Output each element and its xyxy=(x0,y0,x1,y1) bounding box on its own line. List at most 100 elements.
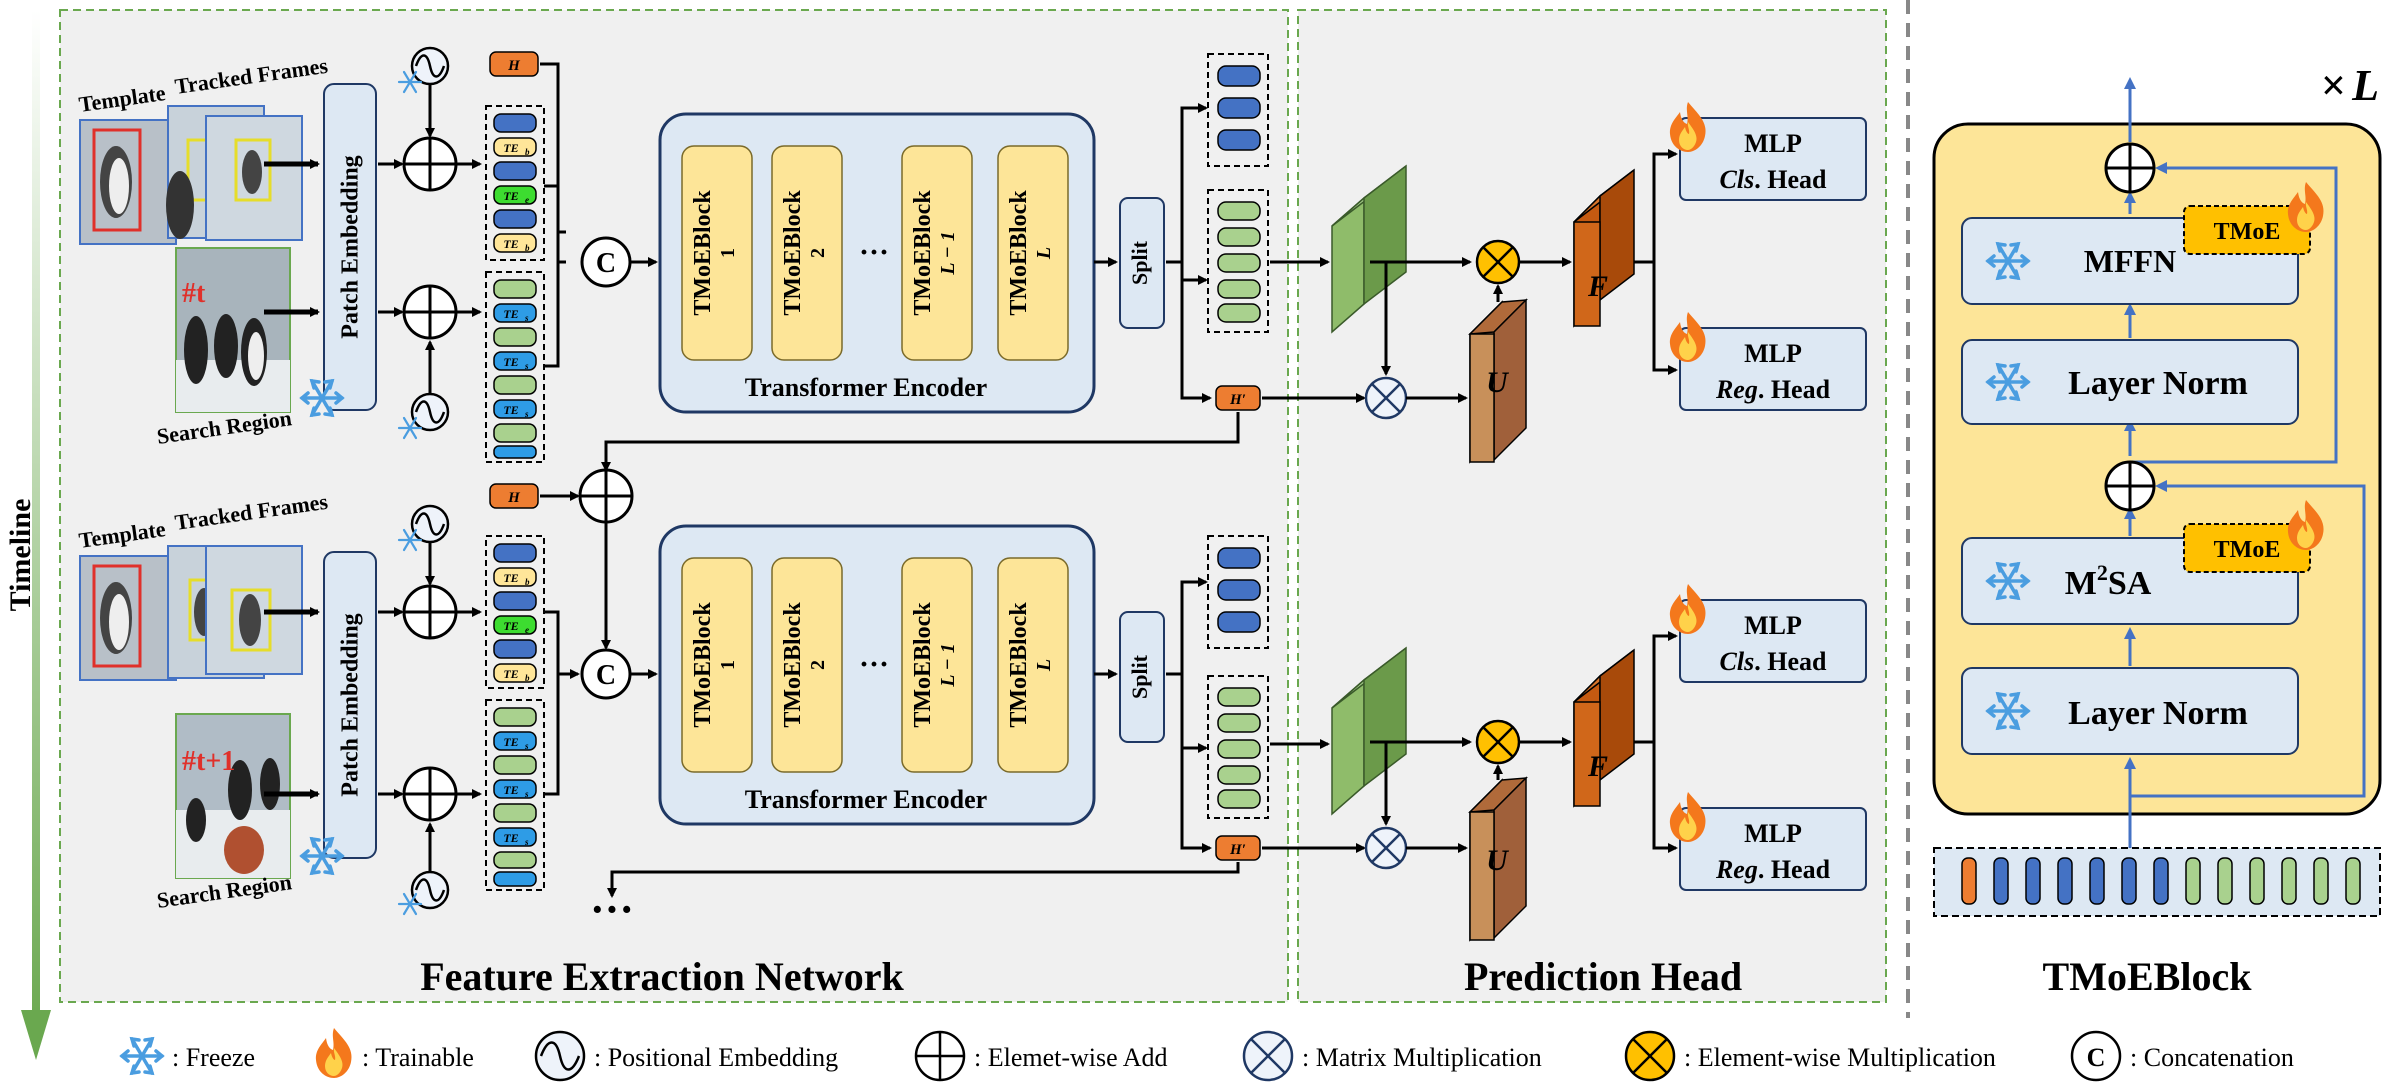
reg-head-line1: MLP xyxy=(1744,339,1802,368)
reg-head-line2: Reg. Head xyxy=(1715,375,1831,404)
reg-head-line1: MLP xyxy=(1744,819,1802,848)
matrix-multiplication-icon xyxy=(1364,826,1408,870)
tmoe-block-2-l: TMoEBlock L xyxy=(997,557,1069,773)
row-2: H Template Tracked Frames xyxy=(77,468,1867,942)
split-2-label: Split xyxy=(1127,654,1152,699)
te-s-sub: s xyxy=(524,837,529,847)
te-b-sub: b xyxy=(525,673,530,683)
patch-embedding-2-label: Patch Embedding xyxy=(338,613,364,796)
legend-add-icon xyxy=(914,1030,966,1082)
timeline-arrow-head xyxy=(21,1010,51,1060)
h-prime-label: H′ xyxy=(1229,392,1246,408)
positional-embedding-icon xyxy=(410,870,450,910)
legend-elemul: : Element-wise Multiplication xyxy=(1684,1043,1996,1072)
f-label-1: F xyxy=(1587,270,1608,303)
h-prime-token-2 xyxy=(1215,835,1261,861)
tmoe-block-index: L − 1 xyxy=(937,643,959,688)
freeze-icon xyxy=(120,1037,164,1075)
tmoe-block-name: TMoEBlock xyxy=(780,190,806,316)
tmoe-block-index: 1 xyxy=(717,248,739,258)
tmoe-block-1-1: TMoEBlock 1 xyxy=(681,145,753,361)
te-b-label: TE xyxy=(503,237,518,251)
cls-head-2: MLP Cls. Head xyxy=(1679,599,1867,683)
concat-symbol-2: C xyxy=(596,660,616,691)
tmoe-badge-m2sa xyxy=(2183,523,2311,573)
te-s-label: TE xyxy=(503,355,518,369)
tmoe-block-index: 1 xyxy=(717,660,739,670)
template-image-2 xyxy=(79,555,177,681)
layer-norm-bottom xyxy=(1961,667,2299,755)
mffn-label: MFFN xyxy=(2084,243,2176,279)
tmoe-block-name: TMoEBlock xyxy=(690,190,716,316)
tmoe-block-name: TMoEBlock xyxy=(910,602,936,728)
positional-embedding-icon xyxy=(410,46,450,86)
patch-embedding-1-label: Patch Embedding xyxy=(338,155,364,338)
split-2 xyxy=(1119,611,1165,743)
tmoe-block-title: TMoEBlock xyxy=(2043,954,2253,999)
layer-norm-top-label: Layer Norm xyxy=(2068,365,2248,402)
repeat-label: ×L xyxy=(2321,61,2379,110)
cls-head-1: MLP Cls. Head xyxy=(1679,117,1867,201)
template-image xyxy=(79,119,177,245)
te-e-sub: e xyxy=(525,195,529,205)
elementwise-add-icon xyxy=(402,136,458,192)
layer-norm-bottom-label: Layer Norm xyxy=(2068,695,2248,732)
u-label-1: U xyxy=(1486,366,1509,399)
te-s-label: TE xyxy=(503,403,518,417)
search-tokens: TE s TE s TE s xyxy=(493,279,537,459)
te-s-label: TE xyxy=(503,307,518,321)
te-s-label: TE xyxy=(503,831,518,845)
te-b-sub: b xyxy=(525,147,530,157)
h-prime-label-2: H′ xyxy=(1229,842,1246,858)
h-prime-token xyxy=(1215,385,1261,411)
tmoe-block-name: TMoEBlock xyxy=(780,602,806,728)
m2sa-label: M2SA xyxy=(2065,560,2152,602)
te-b-sub: b xyxy=(525,577,530,587)
residual-add-top xyxy=(2104,142,2156,194)
legend-positional-embedding-icon xyxy=(534,1030,586,1082)
tmoe-block-2-2: TMoEBlock 2 xyxy=(771,557,843,773)
layer-norm-top xyxy=(1961,339,2299,425)
tmoe-block-2-1: TMoEBlock 1 xyxy=(681,557,753,773)
split-1 xyxy=(1119,197,1165,329)
split-search-tokens xyxy=(1207,189,1269,333)
cls-head-line2: Cls. Head xyxy=(1720,165,1827,194)
elementwise-add-icon xyxy=(578,468,634,524)
tmoe-block-name: TMoEBlock xyxy=(1006,602,1032,728)
te-s-sub: s xyxy=(524,789,529,799)
tmoe-block-2-lminus1: TMoEBlock L − 1 xyxy=(901,557,973,773)
legend: : Freeze : Trainable : Positional Embedd… xyxy=(120,1028,2294,1082)
feature-extraction-title: Feature Extraction Network xyxy=(420,954,904,999)
te-e-label: TE xyxy=(503,619,518,633)
te-s-sub: s xyxy=(524,741,529,751)
te-b-label: TE xyxy=(503,571,518,585)
tmoe-block-name: TMoEBlock xyxy=(1006,190,1032,316)
te-e-sub: e xyxy=(525,625,529,635)
u-label-2: U xyxy=(1486,844,1509,877)
cls-head-line1: MLP xyxy=(1744,611,1802,640)
timeline-bar xyxy=(32,10,40,1040)
template-tokens-2: TE b TE e TE b xyxy=(493,543,537,683)
cls-head-line1: MLP xyxy=(1744,129,1802,158)
te-s-label: TE xyxy=(503,735,518,749)
positional-embedding-icon xyxy=(410,392,450,432)
te-e-label: TE xyxy=(503,189,518,203)
te-s-sub: s xyxy=(524,313,529,323)
split-search-tokens-2 xyxy=(1207,675,1269,819)
positional-embedding-icon xyxy=(410,504,450,544)
trainable-icon xyxy=(315,1028,352,1078)
legend-trainable: : Trainable xyxy=(362,1043,474,1072)
timeline: Timeline xyxy=(4,10,51,1060)
te-s-label: TE xyxy=(503,783,518,797)
search-region-image xyxy=(175,247,291,413)
te-s-sub: s xyxy=(524,361,529,371)
matrix-multiplication-icon xyxy=(1364,376,1408,420)
tmoe-block-1-2: TMoEBlock 2 xyxy=(771,145,843,361)
tmoe-badge-mffn xyxy=(2183,205,2311,255)
h-token-2-label: H xyxy=(507,490,521,506)
frame-tag-t: #t xyxy=(182,278,206,309)
tmoe-block-1-l: TMoEBlock L xyxy=(997,145,1069,361)
f-label-2: F xyxy=(1587,750,1608,783)
transformer-encoder-2-title: Transformer Encoder xyxy=(745,785,987,814)
legend-freeze: : Freeze xyxy=(172,1043,255,1072)
